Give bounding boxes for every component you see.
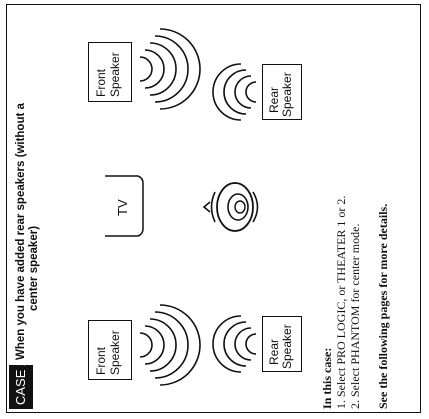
rear-speaker-right-label-2: Speaker <box>281 72 294 117</box>
heading-line-2: center speaker) <box>27 226 41 311</box>
instruction-step-2: 2. Select PHANTOM for center mode. <box>348 224 362 409</box>
front-left-sound-waves <box>136 300 176 390</box>
rear-speaker-right: Rear Speaker <box>262 64 302 120</box>
listener-icon <box>200 180 270 235</box>
instruction-step-1: 1. Select PRO LOGIC, or THEATER 1 or 2. <box>334 196 348 409</box>
front-speaker-right-label-1: Front <box>95 69 108 97</box>
case-badge: CASE 2 <box>9 365 33 409</box>
front-right-sound-waves <box>136 24 176 114</box>
rear-left-sound-waves <box>220 314 260 374</box>
rear-speaker-left-label-2: Speaker <box>281 324 294 369</box>
tv-label: TV <box>115 199 130 216</box>
front-speaker-right-label-2: Speaker <box>109 52 122 97</box>
rear-right-sound-waves <box>220 62 260 122</box>
instructions-title: In this case: <box>320 348 334 409</box>
front-speaker-left-label-1: Front <box>95 347 108 375</box>
rear-speaker-left: Rear Speaker <box>262 316 302 372</box>
front-speaker-left: Front Speaker <box>88 320 132 380</box>
case-badge-label: CASE 2 <box>14 359 28 405</box>
front-speaker-right: Front Speaker <box>88 42 132 102</box>
front-speaker-left-label-2: Speaker <box>109 330 122 375</box>
heading-line-1: When you have added rear speakers (witho… <box>14 103 28 360</box>
instructions-footer: See the following pages for more details… <box>376 204 390 409</box>
